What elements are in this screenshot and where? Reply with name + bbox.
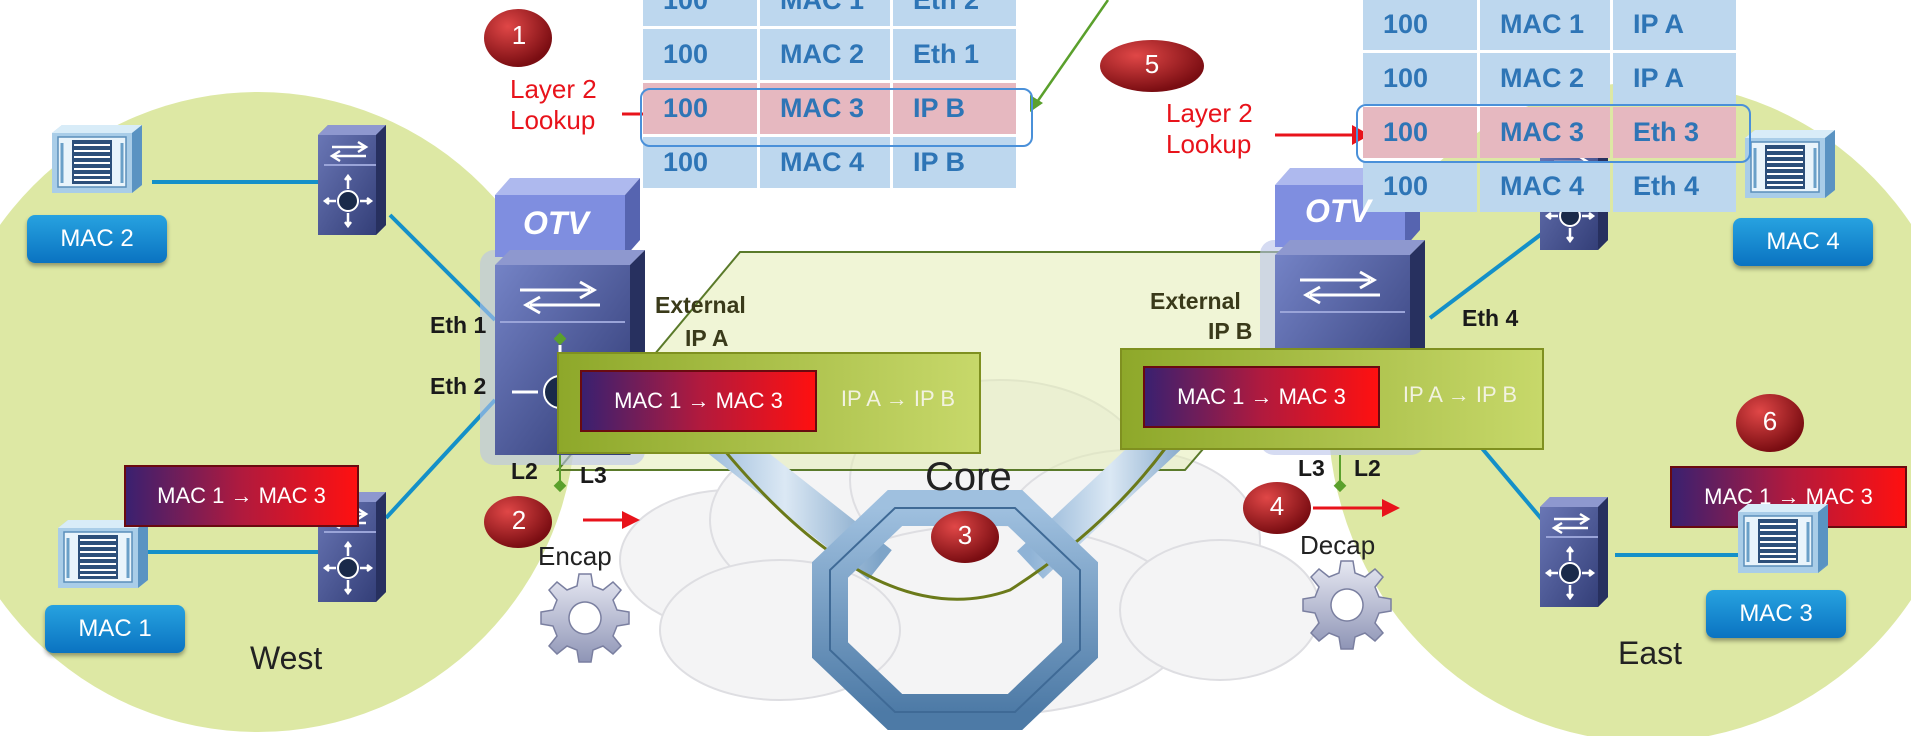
west-l2-label: L2 xyxy=(511,458,538,484)
port-eth2: Eth 2 xyxy=(430,373,487,399)
west-external-label: External xyxy=(655,292,746,318)
host-mac3[interactable]: MAC 3 xyxy=(1706,590,1846,638)
step-2-icon xyxy=(484,496,552,548)
server-mac4-icon xyxy=(1743,128,1837,200)
encap-gear-icon xyxy=(540,573,630,663)
step-6-label: 6 xyxy=(1762,406,1778,436)
east-l2-label: L2 xyxy=(1354,455,1381,481)
west-access-switch-top-icon xyxy=(316,123,388,237)
step-2-label: 2 xyxy=(511,505,527,535)
west-outer-ip-header: IP A → IP B xyxy=(840,386,956,411)
encap-label: Encap xyxy=(538,541,612,571)
step-1-icon xyxy=(484,9,552,67)
link-switch-otv-eth1 xyxy=(388,213,497,322)
east-inner-frame: MAC 1 → MAC 3 xyxy=(1143,366,1380,428)
step-4-icon xyxy=(1243,482,1311,534)
step-3-label: 3 xyxy=(957,520,973,550)
west-lookup-highlight xyxy=(640,88,1033,147)
host-mac2[interactable]: MAC 2 xyxy=(27,215,167,263)
east-lookup-highlight xyxy=(1356,104,1751,163)
step-4-label: 4 xyxy=(1269,491,1285,521)
pointer-line xyxy=(1033,0,1110,106)
port-eth1: Eth 1 xyxy=(430,312,487,338)
east-outer-ip-header: IP A → IP B xyxy=(1402,382,1518,407)
step-3-icon xyxy=(931,511,999,563)
west-inner-frame: MAC 1 → MAC 3 xyxy=(580,370,817,432)
decap-label: Decap xyxy=(1300,530,1376,560)
link-switch-otv-eth2 xyxy=(384,398,497,520)
server-mac2-icon xyxy=(50,123,144,195)
step-5-label: 5 xyxy=(1144,49,1160,79)
server-mac1-icon xyxy=(56,518,150,590)
decap-gear-icon xyxy=(1302,560,1392,650)
west-l3-label: L3 xyxy=(580,462,607,488)
west-external-ip: IP A xyxy=(685,325,729,351)
host-mac1[interactable]: MAC 1 xyxy=(45,605,185,653)
east-access-switch-icon xyxy=(1538,495,1610,609)
server-mac3-overlay-icon xyxy=(1738,504,1830,574)
step-5-icon xyxy=(1100,40,1204,92)
east-l3-label: L3 xyxy=(1298,455,1325,481)
west-site-label: West xyxy=(250,640,323,676)
host-mac4[interactable]: MAC 4 xyxy=(1733,218,1873,266)
otv-east-label: OTV xyxy=(1305,193,1371,229)
east-site-label: East xyxy=(1618,635,1683,671)
overlay-path xyxy=(698,419,1187,601)
east-external-label: External xyxy=(1150,288,1241,314)
east-external-ip: IP B xyxy=(1208,318,1253,344)
west-original-frame: MAC 1 → MAC 3 xyxy=(124,465,359,527)
step-1-label: 1 xyxy=(511,20,527,50)
otv-west-label: OTV xyxy=(523,205,589,241)
port-eth4: Eth 4 xyxy=(1462,305,1519,331)
core-label: Core xyxy=(925,455,1012,499)
step-6-icon xyxy=(1736,394,1804,452)
